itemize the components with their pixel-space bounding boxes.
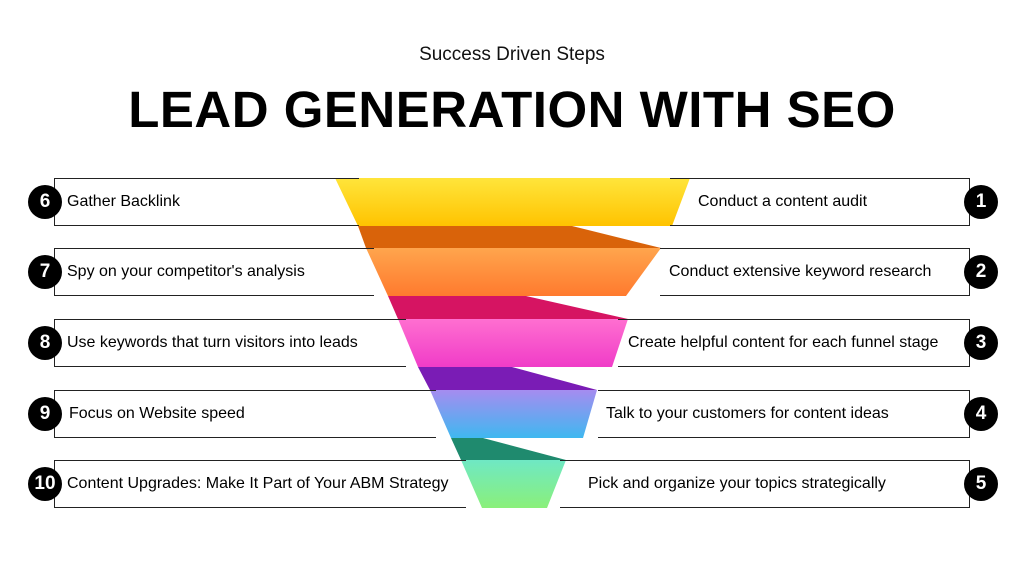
step-number-5: 5 — [964, 467, 998, 501]
funnel-tier-5 — [461, 460, 566, 508]
step-number-3: 3 — [964, 326, 998, 360]
step-number-6: 6 — [28, 185, 62, 219]
funnel-tier-3 — [398, 319, 628, 367]
left-step-box-10: Content Upgrades: Make It Part of Your A… — [54, 460, 466, 508]
step-label-8: Use keywords that turn visitors into lea… — [67, 334, 358, 351]
funnel-connector-2 — [388, 296, 628, 319]
step-label-7: Spy on your competitor's analysis — [67, 263, 305, 280]
step-number-7: 7 — [28, 255, 62, 289]
step-label-1: Conduct a content audit — [698, 193, 868, 210]
funnel-connector-1 — [358, 226, 661, 248]
right-step-box-5: Pick and organize your topics strategica… — [560, 460, 970, 508]
step-label-3: Create helpful content for each funnel s… — [628, 334, 939, 351]
funnel-connector-3 — [418, 367, 597, 390]
right-step-box-4: Talk to your customers for content ideas — [598, 390, 970, 438]
step-number-4: 4 — [964, 397, 998, 431]
step-number-1: 1 — [964, 185, 998, 219]
step-label-4: Talk to your customers for content ideas — [606, 405, 889, 422]
left-step-box-7: Spy on your competitor's analysis — [54, 248, 374, 296]
right-step-box-3: Create helpful content for each funnel s… — [618, 319, 970, 367]
funnel-connector-4 — [451, 438, 566, 460]
left-step-box-6: Gather Backlink — [54, 178, 359, 226]
step-number-2: 2 — [964, 255, 998, 289]
step-label-5: Pick and organize your topics strategica… — [588, 475, 886, 492]
page-title: LEAD GENERATION WITH SEO — [128, 81, 896, 138]
right-step-box-2: Conduct extensive keyword research — [660, 248, 970, 296]
funnel-tier-1 — [335, 178, 690, 226]
step-number-8: 8 — [28, 326, 62, 360]
step-label-10: Content Upgrades: Make It Part of Your A… — [67, 475, 449, 492]
step-number-9: 9 — [28, 397, 62, 431]
left-step-box-9: Focus on Website speed — [54, 390, 436, 438]
step-label-6: Gather Backlink — [67, 193, 180, 210]
step-label-9: Focus on Website speed — [69, 405, 245, 422]
step-label-2: Conduct extensive keyword research — [669, 263, 932, 280]
funnel-tier-2 — [366, 248, 661, 296]
right-step-box-1: Conduct a content audit — [670, 178, 970, 226]
subtitle: Success Driven Steps — [419, 44, 605, 65]
step-number-10: 10 — [28, 467, 62, 501]
funnel-tier-4 — [430, 390, 597, 438]
left-step-box-8: Use keywords that turn visitors into lea… — [54, 319, 406, 367]
